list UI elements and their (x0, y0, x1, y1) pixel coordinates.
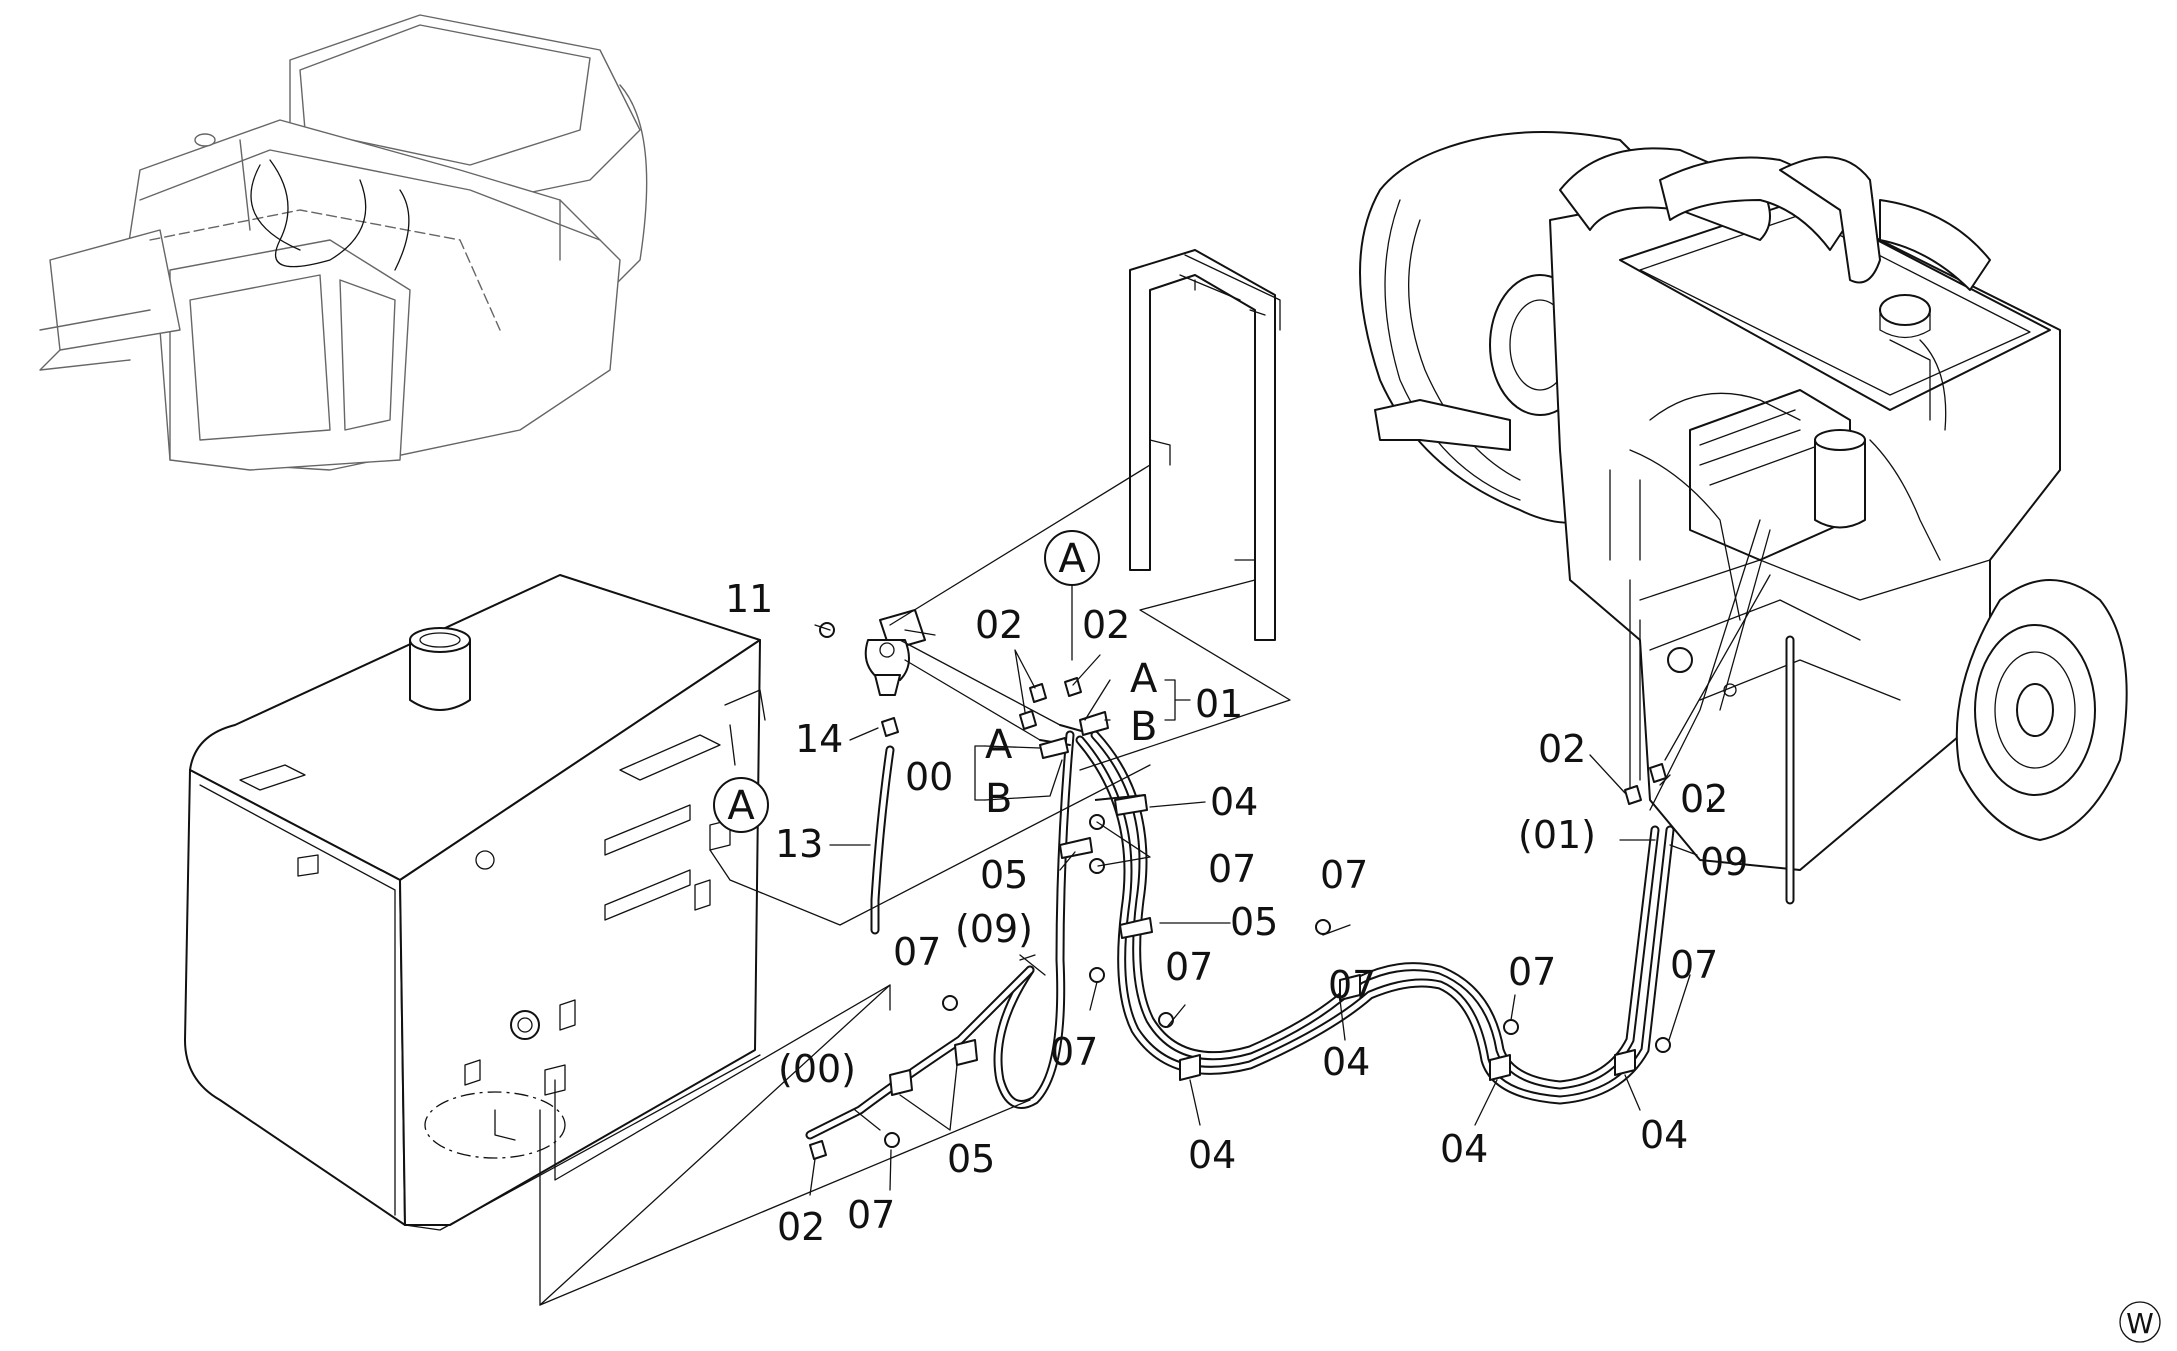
label-b-01: B (1130, 704, 1157, 750)
label-05-right: 05 (1230, 900, 1278, 944)
label-05-bottom: 05 (947, 1137, 995, 1181)
engine (1359, 131, 2128, 905)
label-07-mid: 07 (1208, 847, 1256, 891)
svg-text:A: A (1058, 536, 1086, 582)
label-09: 09 (1700, 840, 1748, 884)
label-04-b: 04 (1188, 1133, 1236, 1177)
label-05-mid: 05 (980, 853, 1028, 897)
callout-a-tank: A (713, 777, 769, 833)
label-00-bracket: 00 (905, 755, 953, 799)
label-02-a: 02 (975, 603, 1023, 647)
label-04-d: 04 (1640, 1113, 1688, 1157)
label-02-engine-left: 02 (1538, 727, 1586, 771)
label-07-f: 07 (1050, 1030, 1098, 1074)
label-09-paren: (09) (955, 907, 1033, 951)
part-labels: 11 14 13 00 A B A B 01 02 02 04 07 05 05… (725, 577, 1748, 1249)
label-07-right: 07 (1328, 963, 1376, 1007)
label-07-h: 07 (1670, 943, 1718, 987)
fuel-hoses (805, 622, 1675, 1160)
leader-lines (539, 464, 1771, 1306)
label-04-top: 04 (1210, 780, 1258, 824)
label-07-d: 07 (893, 930, 941, 974)
label-07-c: 07 (1320, 853, 1368, 897)
svg-text:W: W (2126, 1307, 2154, 1340)
label-07-g: 07 (1508, 950, 1556, 994)
label-a-00: A (985, 722, 1013, 768)
label-13: 13 (775, 822, 823, 866)
label-01-bracket: 01 (1195, 682, 1243, 726)
label-b-00: B (985, 776, 1012, 822)
label-02-bottom: 02 (777, 1205, 825, 1249)
label-02-engine-right: 02 (1680, 777, 1728, 821)
overview-excavator (39, 14, 648, 471)
label-07-bottom: 07 (847, 1193, 895, 1237)
fuel-filter (864, 609, 936, 696)
fuel-tank (184, 574, 891, 1231)
callout-circles: A A W (713, 530, 2161, 1343)
svg-text:A: A (727, 783, 755, 829)
label-a-01: A (1130, 656, 1158, 702)
label-02-b: 02 (1082, 603, 1130, 647)
label-04-c: 04 (1440, 1127, 1488, 1171)
label-04-a: 04 (1322, 1040, 1370, 1084)
label-01-paren: (01) (1518, 813, 1596, 857)
label-11: 11 (725, 577, 773, 621)
label-00-paren: (00) (778, 1047, 856, 1091)
label-14: 14 (795, 717, 843, 761)
label-07-e: 07 (1165, 945, 1213, 989)
callout-a-top: A (1044, 530, 1100, 586)
mounting-bracket (1129, 249, 1281, 641)
corner-mark-w: W (2119, 1301, 2161, 1343)
